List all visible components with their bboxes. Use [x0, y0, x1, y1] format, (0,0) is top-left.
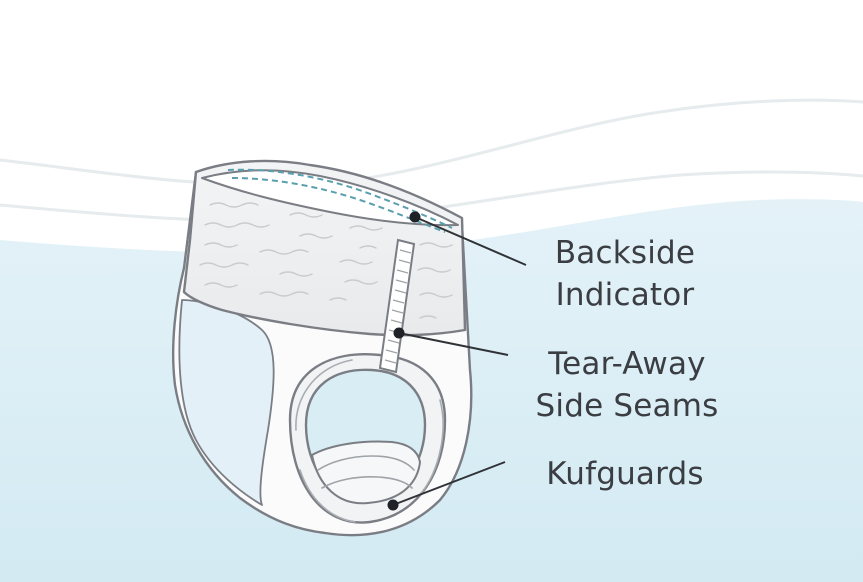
wave-line: [0, 98, 863, 187]
label-line: Kufguards: [546, 456, 704, 492]
leader-backside: [409, 211, 527, 266]
label-line: Indicator: [555, 277, 695, 313]
label-line: Tear-Away: [548, 346, 706, 382]
leader-kufguards: [387, 461, 506, 511]
backside-indicator-label: Backside Indicator: [540, 232, 710, 316]
waistband-texture: [199, 202, 453, 319]
label-line: Backside: [554, 235, 696, 271]
label-line: Side Seams: [535, 388, 719, 424]
kufguards-label: Kufguards: [535, 453, 715, 495]
leader-tear-away: [393, 327, 509, 356]
tear-away-side-seams-label: Tear-Away Side Seams: [522, 343, 732, 427]
wave-line: [0, 170, 863, 223]
tear-away-seam: [378, 238, 416, 374]
